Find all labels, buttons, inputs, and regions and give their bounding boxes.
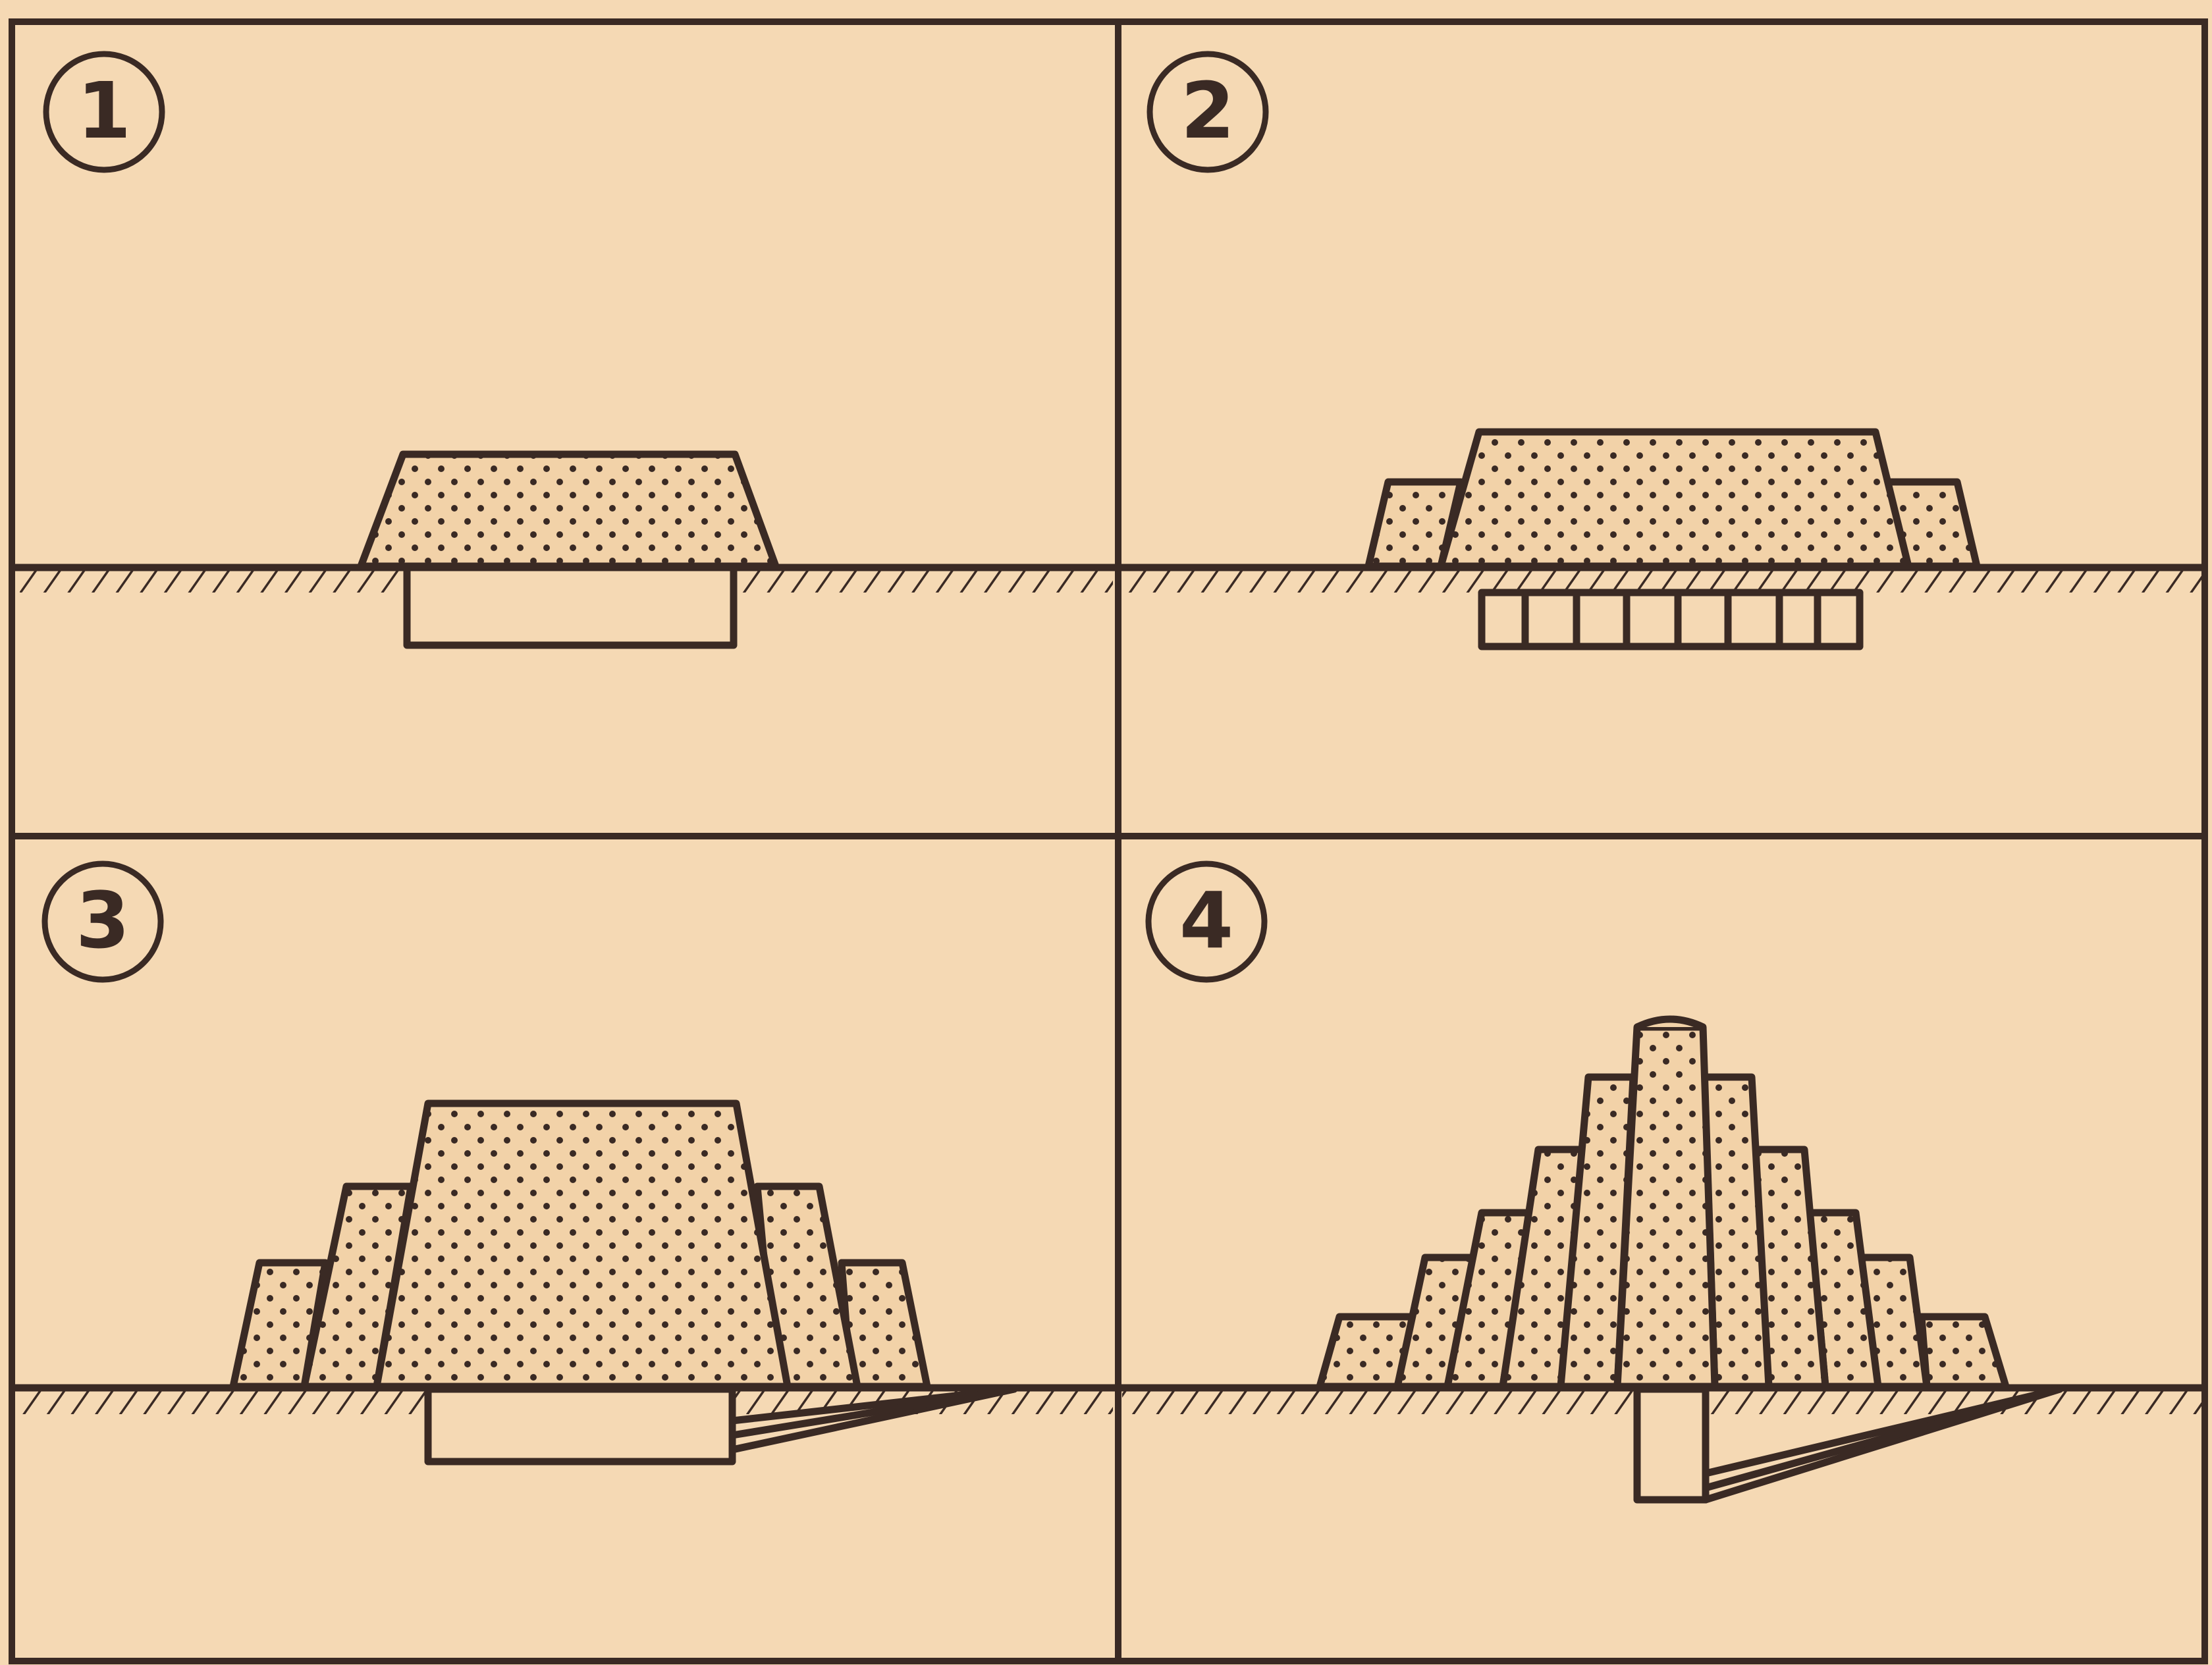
tower-top [1637,1019,1703,1027]
mound [1441,432,1908,566]
mound [361,454,776,566]
central-mass [377,1103,788,1387]
foundation-pit [407,568,734,645]
foundation-pit [428,1389,732,1462]
foundation-shaft [1637,1389,1706,1500]
foundation-cells [1482,593,1860,647]
ground-hatch [1122,568,2202,593]
outer-frame [12,22,2205,1661]
central-tower [1617,1027,1715,1387]
